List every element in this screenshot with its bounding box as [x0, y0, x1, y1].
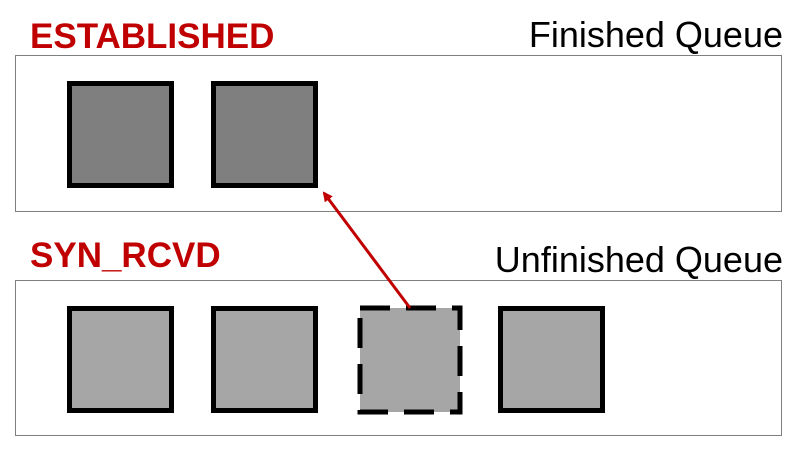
finished-slot-1 [67, 81, 174, 188]
unfinished-slot-4 [498, 306, 605, 413]
finished-queue [15, 55, 782, 212]
established-label: ESTABLISHED [30, 17, 275, 56]
syn-rcvd-label: SYN_RCVD [30, 236, 221, 275]
dequeuing-slot [357, 305, 463, 415]
finished-slot-2 [211, 81, 318, 188]
finished-queue-title: Finished Queue [528, 14, 783, 55]
unfinished-slot-1 [67, 306, 174, 413]
unfinished-slot-2 [211, 306, 318, 413]
unfinished-queue-title: Unfinished Queue [494, 239, 783, 280]
move-to-finished-arrow [322, 191, 412, 309]
